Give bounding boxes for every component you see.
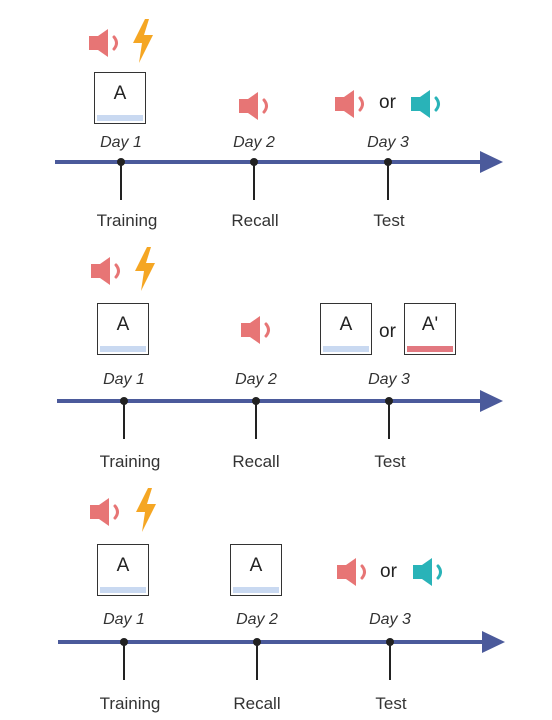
panel-3: A A or Day 1 Day 2 Day 3 Training Recall…	[0, 480, 552, 720]
red-speaker-icon	[90, 498, 119, 526]
phase-label-recall: Recall	[233, 694, 281, 713]
day-label-2: Day 2	[236, 611, 278, 628]
tick-day-3	[384, 158, 392, 200]
lightning-icon	[133, 19, 153, 63]
context-strip-blue	[100, 587, 146, 593]
or-label: or	[379, 321, 396, 342]
phase-label-test: Test	[373, 211, 405, 230]
timeline-arrowhead	[480, 390, 503, 412]
context-strip-blue	[100, 346, 146, 352]
day-label-3: Day 3	[369, 611, 411, 628]
day-label-1: Day 1	[103, 611, 145, 628]
day-label-1: Day 1	[100, 134, 142, 151]
context-strip-blue	[233, 587, 279, 593]
context-letter: A	[339, 314, 353, 335]
phase-label-recall: Recall	[232, 452, 280, 471]
day-label-3: Day 3	[368, 371, 410, 388]
timeline-arrowhead	[482, 631, 505, 653]
phase-label-recall: Recall	[231, 211, 279, 230]
context-box: A	[94, 72, 146, 124]
phase-label-test: Test	[374, 452, 406, 471]
red-speaker-icon	[241, 316, 270, 344]
or-label: or	[379, 92, 396, 113]
timeline-axis	[57, 390, 503, 439]
tick-day-2	[252, 397, 260, 439]
phase-label-test: Test	[375, 694, 407, 713]
red-speaker-icon	[89, 29, 118, 57]
timeline-arrowhead	[480, 151, 503, 173]
teal-speaker-icon	[413, 558, 442, 586]
context-strip-red	[407, 346, 453, 352]
context-box: A	[230, 544, 282, 596]
tick-day-3	[385, 397, 393, 439]
tick-day-1	[120, 638, 128, 680]
phase-label-training: Training	[99, 694, 161, 713]
context-box: A	[97, 303, 149, 355]
lightning-icon	[136, 488, 156, 532]
teal-speaker-icon	[411, 90, 440, 118]
context-letter: A	[113, 83, 127, 104]
context-letter: A	[249, 555, 263, 576]
context-strip-blue	[97, 115, 143, 121]
day-label-1: Day 1	[103, 371, 145, 388]
panel-1: A or Day 1 Day 2 Day 3 Training Recall T…	[0, 0, 552, 240]
panel-2: A A or A' Day 1 Day 2 Day 3 Training Rec…	[0, 240, 552, 480]
red-speaker-icon	[335, 90, 364, 118]
day-label-2: Day 2	[235, 371, 277, 388]
timeline-axis	[55, 151, 503, 200]
context-strip-blue	[323, 346, 369, 352]
day-label-3: Day 3	[367, 134, 409, 151]
red-speaker-icon	[337, 558, 366, 586]
context-box: A	[97, 544, 149, 596]
context-letter: A'	[421, 314, 439, 335]
context-letter: A	[116, 555, 130, 576]
lightning-icon	[135, 247, 155, 291]
tick-day-1	[117, 158, 125, 200]
or-label: or	[380, 561, 397, 582]
phase-label-training: Training	[96, 211, 158, 230]
tick-day-3	[386, 638, 394, 680]
context-box: A	[320, 303, 372, 355]
tick-day-1	[120, 397, 128, 439]
tick-day-2	[250, 158, 258, 200]
context-letter: A	[116, 314, 130, 335]
red-speaker-icon	[239, 92, 268, 120]
tick-day-2	[253, 638, 261, 680]
novel-context-box: A'	[404, 303, 456, 355]
day-label-2: Day 2	[233, 134, 275, 151]
timeline-axis	[58, 631, 505, 680]
phase-label-training: Training	[99, 452, 161, 471]
red-speaker-icon	[91, 257, 120, 285]
